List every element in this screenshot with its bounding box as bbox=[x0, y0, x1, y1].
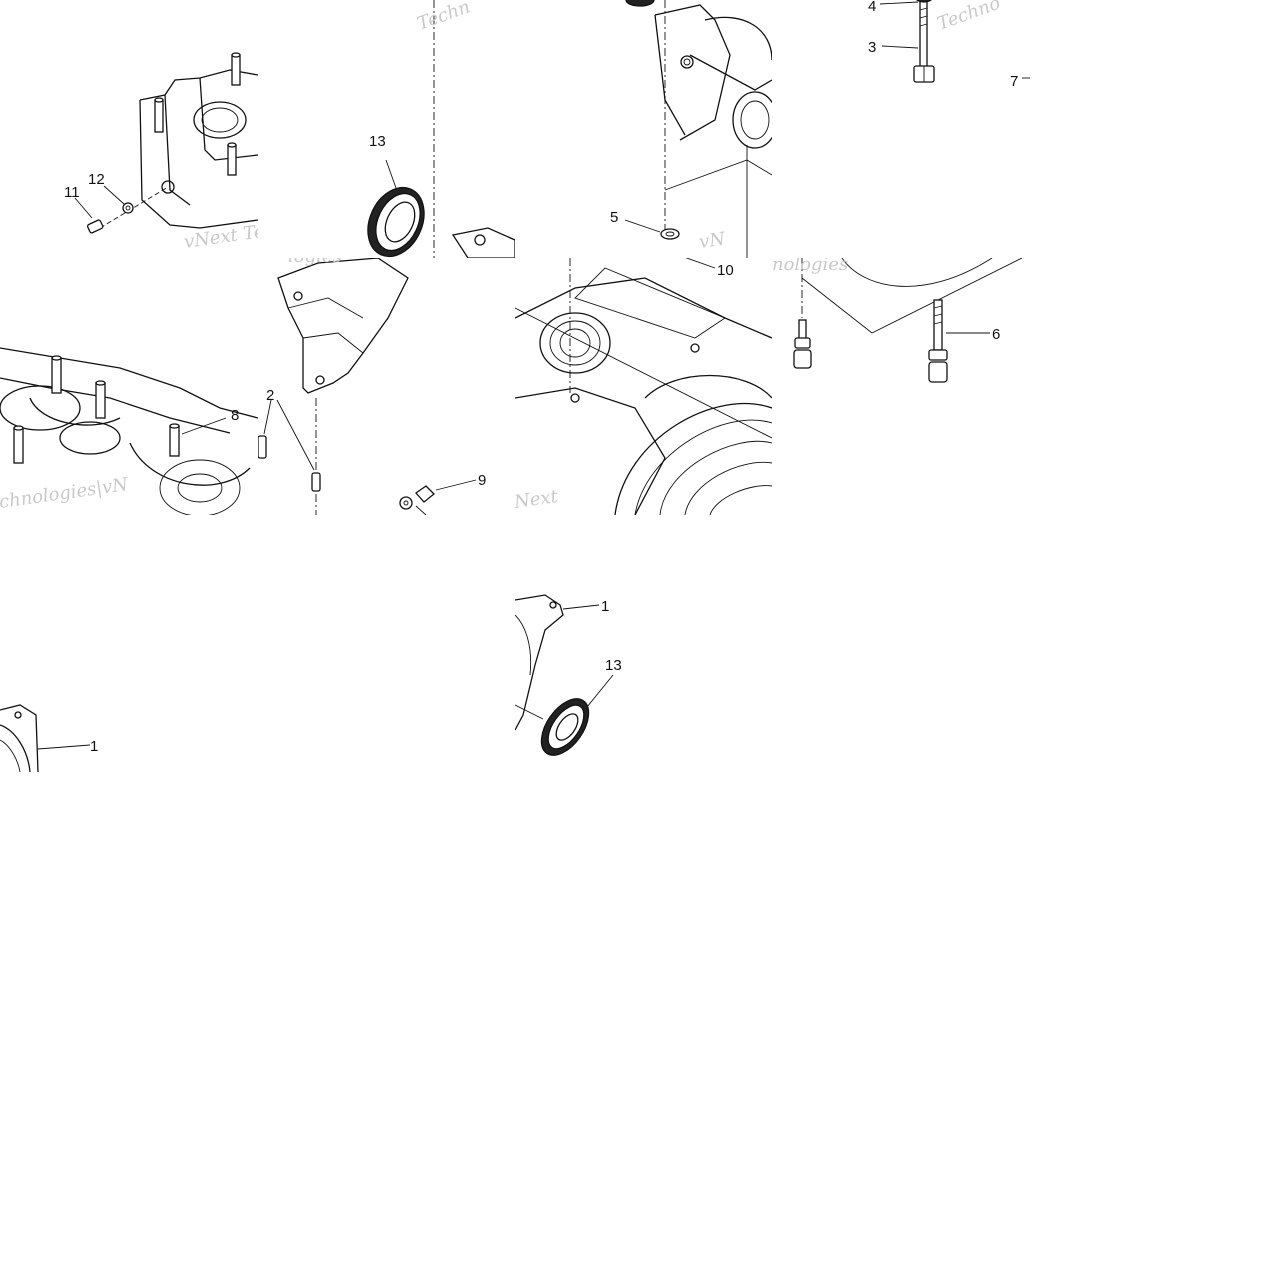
crankcase-flange-drawing: 5 vN bbox=[610, 0, 772, 258]
tile-top-left: 11 12 vNext Tec bbox=[0, 0, 258, 258]
tile-top-center: 5 vN bbox=[515, 0, 772, 258]
watermark-text: chnologies|vN bbox=[0, 474, 131, 513]
flywheel-housing-drawing: 10 Next bbox=[515, 258, 772, 515]
callout-4: 4 bbox=[868, 0, 876, 15]
tile-middle-middle: 2 9 logies bbox=[258, 258, 515, 515]
callout-11: 11 bbox=[64, 184, 80, 201]
callout-9: 9 bbox=[478, 472, 486, 489]
callout-7: 7 bbox=[1010, 73, 1018, 90]
bolt-drawing: 3 4 7 Techno bbox=[868, 0, 1030, 90]
crankcase-half-drawing: 2 9 logies bbox=[258, 258, 486, 515]
watermark-text: vN bbox=[698, 228, 728, 253]
tile-top-right: 3 4 7 Techno bbox=[772, 0, 1030, 258]
watermark-text: nologies bbox=[772, 258, 848, 275]
callout-3: 3 bbox=[868, 39, 876, 56]
callout-5: 5 bbox=[610, 209, 618, 226]
callout-8: 8 bbox=[231, 407, 239, 424]
callout-1: 1 bbox=[90, 738, 98, 755]
watermark-text: Next bbox=[515, 486, 560, 513]
tile-middle-right: 6 nologies bbox=[772, 258, 1030, 515]
callout-13: 13 bbox=[369, 133, 386, 150]
callout-6: 6 bbox=[992, 326, 1000, 343]
watermark-text: Techn bbox=[415, 0, 473, 35]
tile-bottom-center: 1 13 bbox=[515, 515, 772, 772]
callout-12: 12 bbox=[88, 171, 105, 188]
callout-2: 2 bbox=[266, 387, 274, 404]
callout-10: 10 bbox=[717, 262, 734, 279]
oil-seal-drawing: 13 Techn bbox=[367, 0, 515, 258]
crankcase-corner-drawing: 11 12 vNext Tec bbox=[64, 52, 258, 253]
tile-bottom-left: 1 bbox=[0, 515, 258, 772]
callout-13: 13 bbox=[605, 657, 622, 674]
watermark-text: logies bbox=[288, 258, 342, 267]
tile-middle-center: 10 Next bbox=[515, 258, 772, 515]
housing-seal-drawing: 1 13 bbox=[515, 594, 622, 756]
crankcase-block-drawing: 8 chnologies|vN bbox=[0, 347, 258, 515]
callout-1: 1 bbox=[601, 598, 609, 615]
tile-middle-left: 8 chnologies|vN bbox=[0, 258, 258, 515]
housing-bolts-drawing: 6 nologies bbox=[772, 258, 1023, 383]
tile-top-middle: 13 Techn bbox=[258, 0, 515, 258]
crankcase-edge-drawing: 1 bbox=[0, 704, 98, 772]
watermark-text: Techno bbox=[935, 0, 1004, 35]
watermark-text: vNext Tec bbox=[183, 219, 258, 252]
